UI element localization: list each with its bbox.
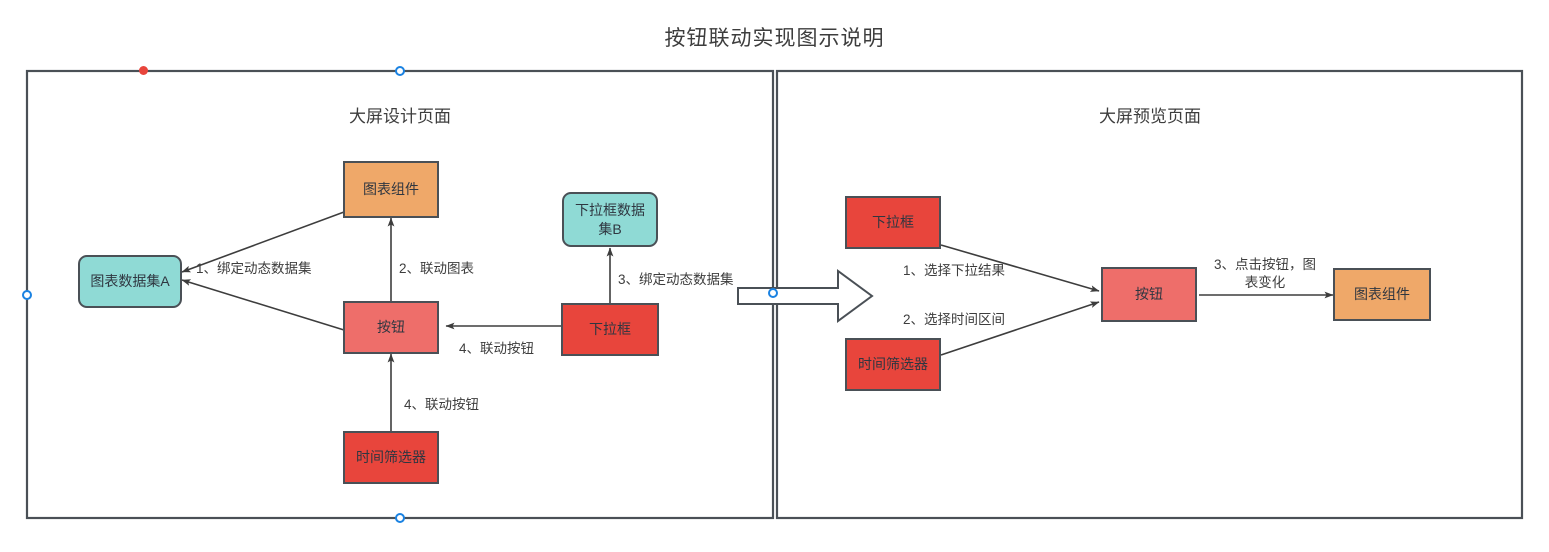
divider-handle[interactable] bbox=[768, 288, 778, 298]
node-button[interactable]: 按钮 bbox=[343, 301, 439, 354]
top-red-handle[interactable] bbox=[139, 66, 148, 75]
preview-edge-label-select-time-range: 2、选择时间区间 bbox=[903, 312, 1006, 327]
edge-label-link-chart: 2、联动图表 bbox=[399, 261, 475, 276]
preview-node-dropdown[interactable]: 下拉框 bbox=[845, 196, 941, 249]
bottom-center-handle[interactable] bbox=[395, 513, 405, 523]
preview-edge-label-click-button-chart-change: 3、点击按钮，图 表变化 bbox=[1213, 257, 1316, 291]
edge-bind-dynamic-dataset bbox=[181, 211, 345, 273]
node-chart-component[interactable]: 图表组件 bbox=[343, 161, 439, 218]
preview-node-chart-component[interactable]: 图表组件 bbox=[1333, 268, 1431, 321]
design-panel-title: 大屏设计页面 bbox=[349, 107, 451, 126]
preview-node-time-filter[interactable]: 时间筛选器 bbox=[845, 338, 941, 391]
edge-label-bind-dynamic-dataset: 1、绑定动态数据集 bbox=[196, 261, 312, 276]
edge-select-time-range bbox=[940, 301, 1100, 356]
left-middle-handle[interactable] bbox=[22, 290, 32, 300]
node-time-filter[interactable]: 时间筛选器 bbox=[343, 431, 439, 484]
top-center-handle[interactable] bbox=[395, 66, 405, 76]
preview-panel-title: 大屏预览页面 bbox=[1099, 107, 1201, 126]
edge-select-dropdown-result bbox=[940, 244, 1100, 292]
edge-bind-dataset-from-button bbox=[181, 279, 345, 331]
preview-edge-label-select-dropdown-result: 1、选择下拉结果 bbox=[903, 263, 1006, 278]
edge-label-bind-dynamic-dataset-b: 3、绑定动态数据集 bbox=[618, 272, 734, 287]
edge-label-link-button-dropdown: 4、联动按钮 bbox=[459, 341, 535, 356]
page-title: 按钮联动实现图示说明 bbox=[664, 27, 885, 50]
edge-label-link-button-timefilter: 4、联动按钮 bbox=[404, 397, 480, 412]
node-dropdown[interactable]: 下拉框 bbox=[561, 303, 659, 356]
big-right-arrow-icon bbox=[737, 269, 874, 323]
preview-node-button[interactable]: 按钮 bbox=[1101, 267, 1197, 322]
node-dropdown-dataset-b[interactable]: 下拉框数据 集B bbox=[562, 192, 658, 247]
node-chart-dataset-a[interactable]: 图表数据集A bbox=[78, 255, 182, 308]
